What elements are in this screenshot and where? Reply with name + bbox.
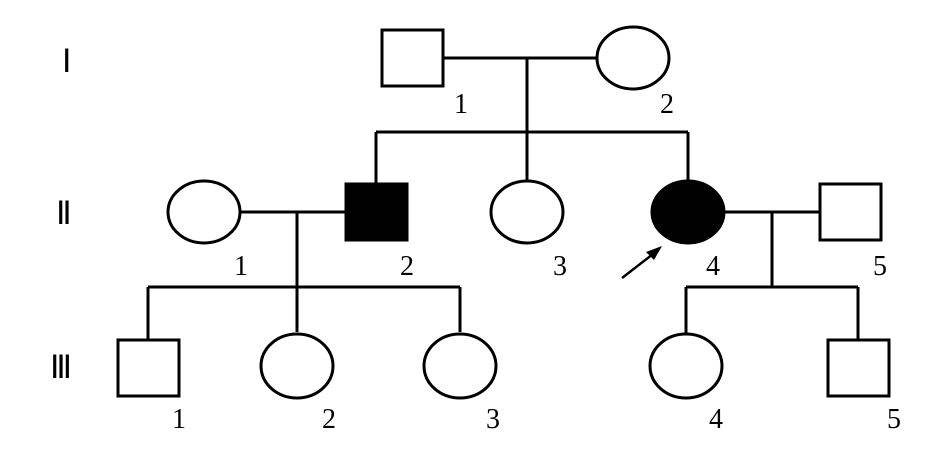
- number-iii5: 5: [887, 404, 901, 435]
- individual-iii2-female: [259, 332, 335, 400]
- number-iii2: 2: [322, 404, 336, 435]
- number-ii4: 4: [706, 251, 720, 282]
- proband-arrow-icon: [621, 246, 662, 279]
- generation-label-iii: Ⅲ: [50, 349, 72, 385]
- number-iii1: 1: [172, 404, 186, 435]
- number-i2: 2: [660, 89, 674, 120]
- individual-ii4-female-affected: [650, 179, 726, 245]
- number-ii2: 2: [400, 251, 414, 282]
- individual-ii1-female: [166, 179, 242, 245]
- number-iii3: 3: [486, 404, 500, 435]
- number-ii3: 3: [553, 251, 567, 282]
- number-ii1: 1: [234, 251, 248, 282]
- individual-i2-female: [595, 25, 671, 91]
- individual-ii2-male-affected: [344, 182, 409, 242]
- generation-label-i: Ⅰ: [62, 43, 71, 79]
- individual-iii4-female: [648, 332, 724, 400]
- individual-ii5-male: [818, 182, 883, 242]
- number-ii5: 5: [873, 251, 887, 282]
- individual-iii5-male: [826, 338, 891, 398]
- individual-i1-male: [380, 28, 445, 88]
- individual-ii3-female: [489, 179, 565, 245]
- number-iii4: 4: [709, 404, 723, 435]
- individual-iii3-female: [422, 332, 498, 400]
- individual-iii1-male: [116, 338, 181, 398]
- number-i1: 1: [454, 89, 468, 120]
- generation-label-ii: Ⅱ: [56, 195, 72, 231]
